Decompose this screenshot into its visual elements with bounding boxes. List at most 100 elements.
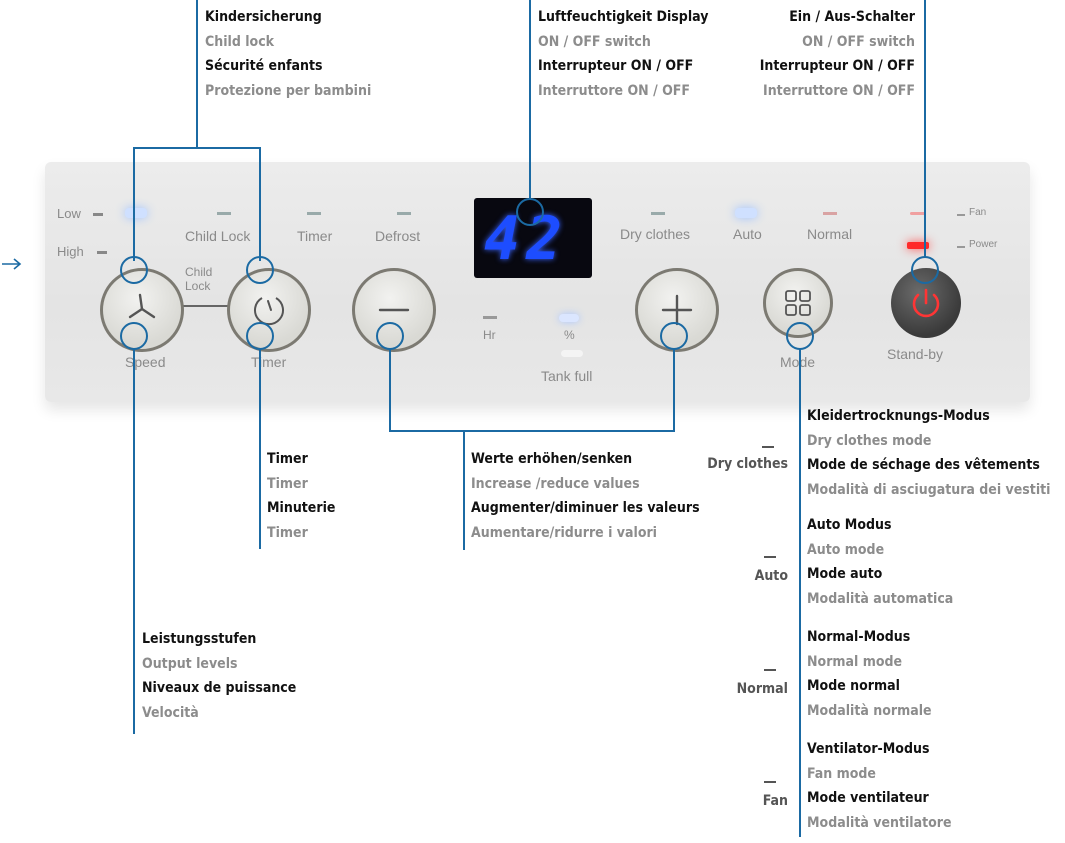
child-lock-connector bbox=[180, 305, 232, 307]
callout-mode-dry: Kleidertrocknungs-Modus Dry clothes mode… bbox=[807, 404, 1050, 502]
mode-label-normal: Normal bbox=[736, 681, 788, 697]
marker-power bbox=[911, 256, 939, 284]
label-normal: Normal bbox=[807, 226, 853, 242]
callout-child-lock: Kindersicherung Child lock Sécurité enfa… bbox=[205, 5, 371, 103]
callout-values-de: Werte erhöhen/senken bbox=[471, 451, 633, 467]
mode-label-dry: Dry clothes bbox=[707, 456, 788, 472]
callout-timer-en: Timer bbox=[267, 475, 308, 492]
callout-mode-normal-de: Normal-Modus bbox=[807, 629, 911, 645]
callout-mode-auto-de: Auto Modus bbox=[807, 517, 892, 533]
label-percent: % bbox=[564, 328, 575, 342]
callout-mode-normal-en: Normal mode bbox=[807, 653, 903, 670]
power-icon bbox=[912, 288, 940, 318]
label-speed: Speed bbox=[125, 354, 166, 370]
callout-child-lock-fr: Sécurité enfants bbox=[205, 58, 323, 74]
led-fan bbox=[910, 212, 926, 215]
led-child-lock bbox=[217, 212, 231, 215]
legend-power-dash bbox=[957, 246, 965, 248]
label-timer: Timer bbox=[297, 228, 333, 244]
callout-humidity-it: Interruttore ON / OFF bbox=[538, 82, 690, 99]
line-values-h bbox=[389, 430, 675, 432]
callout-output: Leistungsstufen Output levels Niveaux de… bbox=[142, 627, 296, 725]
control-panel: Low High Child Lock Timer Defrost Child … bbox=[45, 162, 1030, 402]
label-defrost: Defrost bbox=[375, 228, 421, 244]
line-display bbox=[529, 0, 531, 200]
line-childlock-left bbox=[133, 147, 135, 261]
led-dash-low bbox=[93, 213, 103, 216]
marker-speed-bottom bbox=[120, 322, 148, 350]
callout-timer-de: Timer bbox=[267, 451, 308, 467]
callout-power-it: Interruttore ON / OFF bbox=[763, 82, 915, 99]
arrow-icon bbox=[2, 258, 22, 270]
marker-mode bbox=[786, 322, 814, 350]
marker-timer-top bbox=[246, 256, 274, 284]
callout-power-de: Ein / Aus-Schalter bbox=[789, 9, 915, 25]
line-values bbox=[463, 430, 465, 550]
mode-grid-icon bbox=[785, 290, 811, 316]
child-lock-small-2: Lock bbox=[185, 279, 211, 293]
callout-child-lock-de: Kindersicherung bbox=[205, 9, 322, 25]
legend-power: Power bbox=[969, 239, 998, 250]
marker-increase bbox=[660, 322, 688, 350]
callout-mode-dry-fr: Mode de séchage des vêtements bbox=[807, 457, 1040, 473]
callout-mode-fan-de: Ventilator-Modus bbox=[807, 741, 930, 757]
callout-mode-fan-en: Fan mode bbox=[807, 765, 876, 782]
marker-decrease bbox=[376, 322, 404, 350]
callout-mode-normal-fr: Mode normal bbox=[807, 678, 900, 694]
line-childlock-h bbox=[133, 147, 261, 149]
led-defrost bbox=[397, 212, 411, 215]
child-lock-small-1: Child bbox=[185, 265, 213, 279]
led-label-low: Low bbox=[57, 206, 81, 221]
mode-label-fan: Fan bbox=[762, 793, 788, 809]
callout-humidity-de: Luftfeuchtigkeit Display bbox=[538, 9, 709, 25]
led-dash-high bbox=[97, 251, 107, 254]
callout-mode-fan: Ventilator-Modus Fan mode Mode ventilate… bbox=[807, 737, 952, 835]
minus-icon bbox=[378, 308, 410, 312]
label-mode: Mode bbox=[780, 354, 816, 370]
plus-icon bbox=[661, 294, 693, 326]
callout-output-fr: Niveaux de puissance bbox=[142, 680, 297, 696]
callout-child-lock-en: Child lock bbox=[205, 33, 275, 50]
line-childlock-right bbox=[259, 147, 261, 261]
led-low bbox=[125, 208, 147, 218]
callout-humidity: Luftfeuchtigkeit Display ON / OFF switch… bbox=[538, 5, 708, 103]
label-hr: Hr bbox=[483, 328, 496, 342]
callout-child-lock-it: Protezione per bambini bbox=[205, 82, 372, 99]
label-tank-full: Tank full bbox=[541, 368, 593, 384]
label-dry-clothes: Dry clothes bbox=[620, 226, 691, 242]
callout-output-en: Output levels bbox=[142, 655, 238, 672]
led-tank-full bbox=[561, 350, 583, 357]
callout-output-it: Velocità bbox=[142, 704, 199, 721]
line-output bbox=[133, 349, 135, 734]
callout-mode-dry-en: Dry clothes mode bbox=[807, 432, 932, 449]
mode-normal-dash bbox=[764, 669, 776, 671]
led-label-high: High bbox=[57, 244, 84, 259]
line-mode bbox=[799, 349, 801, 837]
led-timer bbox=[307, 212, 321, 215]
label-timer-btn: Timer bbox=[251, 354, 287, 370]
timer-icon bbox=[254, 297, 284, 326]
line-power bbox=[924, 0, 926, 258]
callout-humidity-en: ON / OFF switch bbox=[538, 33, 651, 50]
marker-speed-top bbox=[120, 256, 148, 284]
callout-mode-fan-it: Modalità ventilatore bbox=[807, 814, 952, 831]
label-child-lock: Child Lock bbox=[185, 228, 251, 244]
label-standby: Stand-by bbox=[887, 346, 944, 362]
mode-label-auto: Auto bbox=[754, 568, 788, 584]
mode-auto-dash bbox=[764, 556, 776, 558]
callout-mode-dry-de: Kleidertrocknungs-Modus bbox=[807, 408, 990, 424]
callout-mode-auto-fr: Mode auto bbox=[807, 566, 883, 582]
callout-mode-auto-it: Modalità automatica bbox=[807, 590, 954, 607]
led-normal bbox=[823, 212, 837, 215]
callout-values-fr: Augmenter/diminuer les valeurs bbox=[471, 500, 700, 516]
callout-mode-normal: Normal-Modus Normal mode Mode normal Mod… bbox=[807, 625, 932, 723]
led-hr bbox=[483, 316, 497, 319]
line-timer bbox=[259, 349, 261, 549]
callout-power-fr: Interrupteur ON / OFF bbox=[759, 58, 915, 74]
callout-power-en: ON / OFF switch bbox=[802, 33, 915, 50]
label-auto: Auto bbox=[733, 226, 762, 242]
legend-fan: Fan bbox=[969, 207, 987, 218]
callout-humidity-fr: Interrupteur ON / OFF bbox=[538, 58, 694, 74]
marker-display bbox=[516, 198, 544, 226]
led-percent bbox=[559, 314, 579, 322]
